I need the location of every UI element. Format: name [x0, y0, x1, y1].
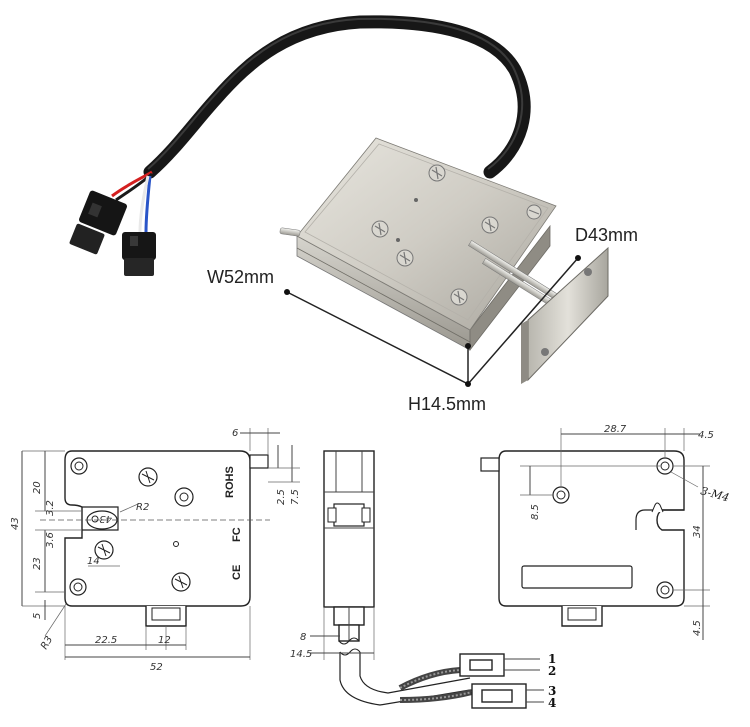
product-photo: D43mm W52mm H14.5mm [69, 15, 638, 414]
dimension-lines-photo [284, 255, 581, 387]
side-view-drawing: 8 14.5 [290, 450, 471, 706]
dim-2-5: 2.5 [276, 489, 287, 505]
screw-icon [69, 578, 87, 596]
screw-icon [138, 467, 158, 487]
lock-body-photo [279, 137, 557, 352]
dim-22-5: 22.5 [95, 635, 117, 646]
dim-14-5: 14.5 [290, 649, 312, 660]
rohs-mark: ROHS [224, 466, 236, 498]
dim-14: 14 [87, 556, 100, 567]
dim-3-2: 3.2 [45, 500, 56, 516]
screw-icon [481, 216, 499, 234]
front-view-drawing: 43 ROHS FC CE 43 20 3.2 3.6 23 5 [10, 428, 301, 673]
wire-harness-drawing: 1 2 3 4 [398, 652, 556, 710]
dim-r3: R3 [39, 634, 55, 651]
pin-2-label: 2 [548, 664, 556, 678]
fcc-mark: FC [231, 527, 243, 542]
dim-3-m4: 3-M4 [699, 484, 730, 504]
dim-28-7: 28.7 [604, 424, 627, 435]
mounting-hole-icon [552, 486, 570, 504]
screw-icon [94, 540, 114, 560]
dim-8-5: 8.5 [530, 504, 541, 520]
dim-20: 20 [32, 481, 43, 494]
dim-34: 34 [692, 525, 703, 538]
ce-mark: CE [231, 565, 243, 580]
screw-icon [450, 288, 468, 306]
screw-icon [428, 164, 446, 182]
height-label: H14.5mm [408, 394, 486, 414]
connector-1-icon [69, 190, 128, 255]
dim-4-5-top: 4.5 [698, 430, 714, 441]
screw-icon [174, 487, 194, 507]
screw-icon [396, 249, 414, 267]
dim-4-5-bottom: 4.5 [692, 620, 703, 636]
pin-4-label: 4 [548, 696, 556, 710]
dim-8: 8 [300, 632, 306, 643]
lead-wires [111, 170, 153, 233]
mounting-hole-icon [656, 581, 674, 599]
dim-23: 23 [32, 557, 43, 570]
dim-52: 52 [150, 662, 163, 673]
front-body-outline [64, 450, 251, 607]
dim-3-6: 3.6 [45, 532, 56, 548]
pin-3-label: 3 [548, 684, 556, 698]
pin-1-label: 1 [548, 652, 556, 666]
dim-r2: R2 [136, 502, 149, 513]
dim-7-5: 7.5 [290, 489, 301, 505]
latch-plate-photo [468, 240, 609, 384]
dim-5: 5 [32, 613, 43, 619]
screw-icon [171, 572, 191, 592]
connector-2-icon [122, 232, 156, 276]
screw-icon [70, 457, 88, 475]
screw-icon [371, 220, 389, 238]
dim-6: 6 [232, 428, 238, 439]
width-label: W52mm [207, 267, 274, 287]
back-view-drawing: 28.7 4.5 8.5 34 4.5 3-M4 [480, 424, 731, 640]
dim-43: 43 [10, 517, 21, 530]
lock-top-face [296, 137, 557, 331]
dim-12: 12 [158, 635, 171, 646]
depth-label: D43mm [575, 225, 638, 245]
screw-icon [526, 204, 542, 220]
black-cable [143, 15, 531, 179]
latch-tag-label: 43 [99, 513, 112, 524]
